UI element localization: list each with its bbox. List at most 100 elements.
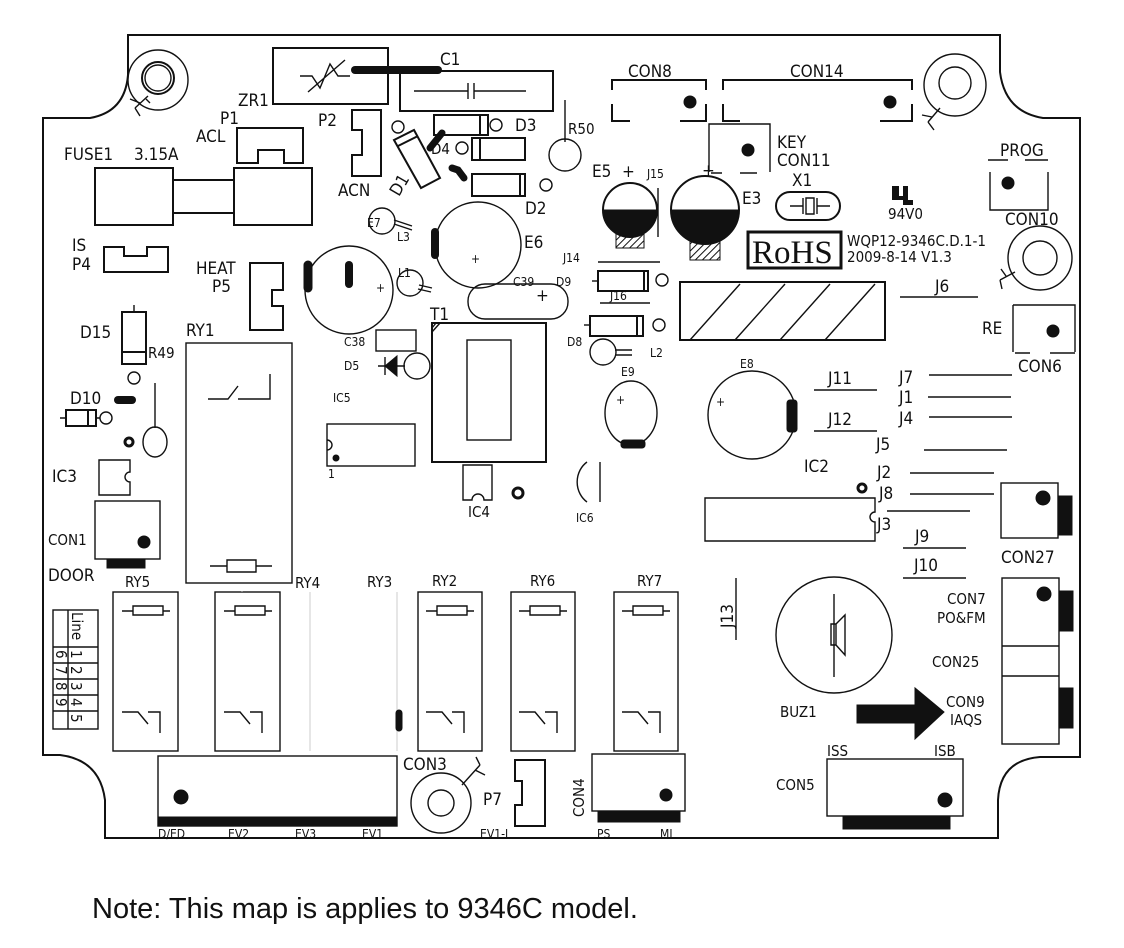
- board-code: WQP12-9346C.D.1-1: [847, 232, 986, 250]
- ul-certification-mark: 94V0: [888, 186, 923, 223]
- line-number-table: Line 1 2 3 4 5 6 7 8 9: [52, 609, 99, 730]
- diode-d5: D5: [344, 352, 431, 380]
- diode-d1: D1: [386, 120, 442, 200]
- connector-con5: ISS ISB CON5: [776, 742, 964, 830]
- label-d4: D4: [431, 140, 450, 158]
- label-j8: J8: [878, 484, 893, 504]
- plus-sign: +: [376, 281, 385, 295]
- label-d15: D15: [80, 323, 111, 343]
- label-ev3: EV3: [295, 827, 316, 841]
- fuse-holder-fuse1: FUSE1 3.15A: [64, 145, 313, 226]
- connector-p7-ev1-l: P7 EV1-L: [480, 759, 546, 841]
- label-d9: D9: [556, 275, 571, 289]
- component-c1: C1: [399, 50, 554, 112]
- diode-d3: D3: [426, 114, 537, 152]
- label-po-fm: PO&FM: [937, 609, 986, 627]
- label-p7: P7: [483, 790, 502, 810]
- label-l1: L1: [398, 266, 411, 280]
- label-p4: P4: [72, 255, 91, 275]
- table-cell: 3: [67, 682, 85, 691]
- label-heat: HEAT: [196, 259, 236, 279]
- label-con11: CON11: [777, 151, 831, 171]
- capacitor-e5: E5 + J15: [592, 162, 664, 249]
- label-con3: CON3: [403, 755, 447, 775]
- capacitor-e3: + E3: [670, 161, 761, 261]
- relay-ry2: RY2: [417, 572, 483, 752]
- label-j7: J7: [898, 368, 913, 388]
- relay-ry4: RY4: [214, 574, 320, 752]
- plus-sign: +: [616, 393, 625, 407]
- label-re: RE: [982, 319, 1002, 339]
- label-con4: CON4: [570, 778, 588, 817]
- model-note: Note: This map is applies to 9346C model…: [92, 893, 638, 925]
- connector-p5-heat: HEAT P5: [196, 259, 284, 331]
- label-con6: CON6: [1018, 357, 1062, 377]
- speaker-icon: [830, 594, 846, 677]
- label-isb: ISB: [934, 742, 956, 760]
- label-e8: E8: [740, 357, 754, 371]
- capacitor-e8: + E8: [707, 357, 798, 460]
- connector-con14: CON14: [722, 62, 913, 122]
- label-e5-plus: +: [622, 162, 635, 182]
- connector-con1-door: CON1 DOOR: [48, 500, 161, 586]
- label-d1: D1: [386, 171, 414, 200]
- label-j16: J16: [609, 289, 627, 303]
- connector-con8: CON8: [611, 62, 707, 122]
- label-d10: D10: [70, 389, 101, 409]
- label-door: DOOR: [48, 566, 95, 586]
- label-ic5: IC5: [333, 391, 351, 405]
- connector-p1-acl: P1 ACL: [196, 109, 304, 164]
- label-e3-plus: +: [702, 161, 715, 181]
- label-acl: ACL: [196, 127, 226, 147]
- label-ev2: EV2: [228, 827, 249, 841]
- label-prog: PROG: [1000, 141, 1044, 161]
- label-ry2: RY2: [432, 572, 457, 590]
- table-cell: 2: [67, 666, 85, 675]
- table-cell: 1: [67, 650, 85, 659]
- label-e9: E9: [621, 365, 635, 379]
- inductor-l2: L2: [589, 338, 663, 366]
- mounting-hole-top-left: [127, 49, 189, 117]
- relay-ry5: RY5: [112, 573, 179, 752]
- capacitor-e9: + E9: [604, 365, 658, 449]
- table-cell: 4: [67, 698, 85, 707]
- mounting-hole-con3: CON3: [403, 755, 486, 834]
- inductor-l1: L1: [396, 266, 433, 297]
- jumper-j16: J16: [600, 289, 650, 304]
- label-con27: CON27: [1001, 548, 1055, 568]
- table-cell: 7: [52, 666, 70, 675]
- label-j12: J12: [827, 410, 852, 430]
- component-zr1: ZR1: [238, 47, 442, 111]
- ic-ic5: IC5 1: [326, 391, 416, 481]
- label-r50: R50: [568, 120, 595, 138]
- connector-p2-acn: P2 ACN: [318, 109, 382, 201]
- label-c1: C1: [440, 50, 460, 70]
- label-j9: J9: [914, 527, 929, 547]
- relay-ry6: RY6: [510, 572, 576, 752]
- connector-con7-con25-con9: CON7 PO&FM CON25 CON9 IAQS: [932, 577, 1074, 745]
- label-x1: X1: [792, 171, 812, 191]
- diode-d9: D9 J14: [556, 251, 669, 292]
- jumper-j6: J6: [900, 277, 978, 298]
- label-acn: ACN: [338, 181, 370, 201]
- label-fuse-rating: 3.15A: [134, 145, 179, 165]
- label-d-ed: D/ED: [158, 827, 185, 841]
- label-j6: J6: [934, 277, 949, 297]
- label-d8: D8: [567, 335, 582, 349]
- table-cell: 8: [52, 682, 70, 691]
- relay-ry7: RY7: [613, 572, 679, 752]
- connector-con27: CON27: [1000, 482, 1073, 568]
- label-j14: J14: [562, 251, 580, 265]
- ic-ic6: IC6: [576, 461, 601, 525]
- label-ul-rating: 94V0: [888, 205, 923, 223]
- label-ml: ML: [660, 827, 675, 841]
- crystal-x1: X1: [775, 171, 841, 221]
- label-ev1: EV1: [362, 827, 383, 841]
- thermistor-symbol: [300, 59, 350, 93]
- label-ic5-pin1: 1: [328, 467, 335, 481]
- label-c38: C38: [344, 335, 365, 349]
- label-fuse1: FUSE1: [64, 145, 113, 165]
- label-con7: CON7: [947, 590, 986, 608]
- label-d5: D5: [344, 359, 359, 373]
- label-l3: L3: [397, 230, 410, 244]
